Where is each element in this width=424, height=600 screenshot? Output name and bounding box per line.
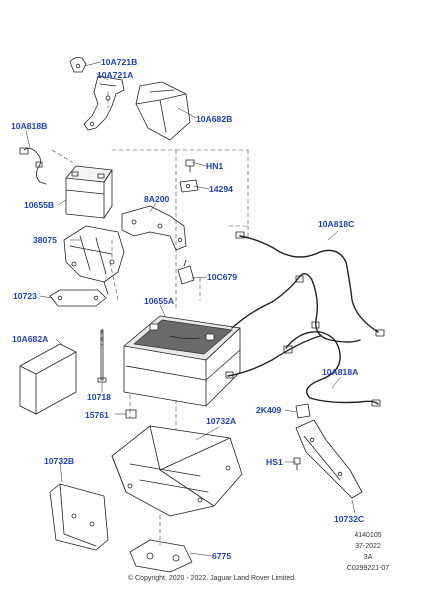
part-10A682B-cover bbox=[135, 81, 191, 141]
callout-6775[interactable]: 6775 bbox=[212, 551, 232, 561]
part-10A721A-bracket bbox=[83, 75, 125, 131]
copyright-notice: © Copyright, 2020 - 2022. Jaguar Land Ro… bbox=[127, 575, 297, 582]
revision-code: 3A bbox=[363, 554, 373, 561]
assembly-guide-lines bbox=[51, 91, 249, 546]
callout-10723[interactable]: 10723 bbox=[13, 291, 37, 301]
part-10A682A-pad bbox=[19, 343, 77, 415]
part-HS1-bolt bbox=[293, 457, 301, 471]
part-10655A-main-battery bbox=[123, 315, 241, 407]
part-10A721B-clip bbox=[69, 57, 87, 73]
part-10A818A-cable bbox=[285, 331, 379, 405]
part-8A200-bracket bbox=[121, 205, 187, 251]
callout-10732B[interactable]: 10732B bbox=[44, 456, 75, 466]
callout-10A818B[interactable]: 10A818B bbox=[11, 121, 48, 131]
part-38075-tray bbox=[63, 225, 125, 295]
callout-15761[interactable]: 15761 bbox=[85, 410, 109, 420]
callout-HS1[interactable]: HS1 bbox=[266, 457, 283, 467]
callout-10732A[interactable]: 10732A bbox=[206, 416, 237, 426]
part-10718-bolt bbox=[97, 329, 107, 383]
callout-10A721A[interactable]: 10A721A bbox=[97, 70, 134, 80]
part-10732A-tray bbox=[111, 425, 243, 517]
reference-number: 4140105 bbox=[354, 532, 382, 539]
leader-lines bbox=[25, 61, 356, 557]
callout-10A818A[interactable]: 10A818A bbox=[322, 367, 359, 377]
part-10655B-aux-battery bbox=[65, 165, 113, 219]
part-10723-strap bbox=[49, 289, 107, 307]
image-code: C0299221-07 bbox=[346, 565, 390, 572]
harness-connectors bbox=[225, 231, 385, 379]
part-10A818C-harness bbox=[227, 235, 379, 377]
callout-10A818C[interactable]: 10A818C bbox=[318, 219, 355, 229]
callout-10A682B[interactable]: 10A682B bbox=[196, 114, 233, 124]
part-HN1-nut bbox=[185, 159, 195, 173]
callout-38075[interactable]: 38075 bbox=[33, 235, 57, 245]
part-14294-relay bbox=[179, 179, 199, 193]
callout-HN1[interactable]: HN1 bbox=[206, 161, 224, 171]
callout-14294[interactable]: 14294 bbox=[209, 184, 233, 194]
part-10C679-connector bbox=[177, 259, 195, 285]
part-15761-clip bbox=[125, 409, 137, 419]
callout-10718[interactable]: 10718 bbox=[87, 392, 111, 402]
part-10A818B-harness bbox=[19, 147, 47, 185]
callout-10655A[interactable]: 10655A bbox=[144, 296, 175, 306]
callout-10C679[interactable]: 10C679 bbox=[207, 272, 238, 282]
callout-10A682A[interactable]: 10A682A bbox=[12, 334, 49, 344]
cable-terminals bbox=[283, 345, 381, 407]
date-code: 37-2022 bbox=[355, 543, 381, 550]
part-6775-foot bbox=[129, 539, 193, 573]
callout-10655B[interactable]: 10655B bbox=[24, 200, 55, 210]
callout-2K409[interactable]: 2K409 bbox=[256, 405, 282, 415]
part-10732B-bracket bbox=[49, 483, 109, 551]
callout-10A721B[interactable]: 10A721B bbox=[101, 57, 138, 67]
part-10732C-bracket bbox=[295, 419, 363, 499]
callout-8A200[interactable]: 8A200 bbox=[144, 194, 170, 204]
part-2K409-clip bbox=[295, 403, 311, 419]
callout-10732C[interactable]: 10732C bbox=[334, 514, 365, 524]
